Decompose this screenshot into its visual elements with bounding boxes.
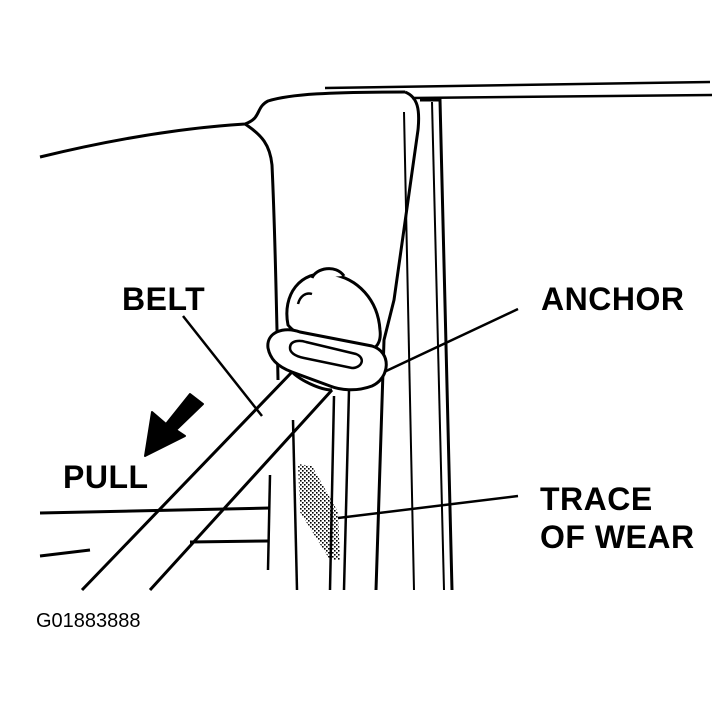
pillar-trim-right	[374, 90, 421, 591]
belt-strap-upper-3	[342, 389, 351, 591]
belt-leader-line	[182, 315, 263, 417]
arrow-down-left-icon	[144, 393, 204, 457]
anchor-slot	[288, 339, 364, 370]
anchor-bolt-detail	[296, 292, 313, 305]
door-frame-line-3	[403, 111, 415, 591]
anchor-label: ANCHOR	[541, 281, 685, 317]
trace-of-wear-label: TRACE OF WEAR	[540, 480, 695, 556]
pillar-trim-lower	[266, 474, 272, 571]
belt-diagonal-top	[290, 370, 333, 392]
pull-label: PULL	[63, 459, 149, 495]
roof-edge-inner	[411, 93, 713, 100]
floor-line-2	[39, 539, 269, 558]
belt-strap-upper	[291, 419, 299, 591]
wear-leader-line	[337, 494, 519, 520]
trace-of-wear-line-2: OF WEAR	[540, 519, 695, 555]
belt-label: BELT	[122, 281, 206, 317]
door-frame-line-1	[420, 98, 454, 591]
figure-id: G01883888	[36, 610, 141, 632]
roof-outline	[39, 90, 406, 159]
wear-area	[298, 464, 340, 560]
pillar-trim-left	[244, 122, 280, 381]
anchor-leader-line	[383, 307, 519, 374]
roof-edge	[324, 80, 711, 90]
floor-line-1	[39, 506, 271, 515]
trace-of-wear-line-1: TRACE	[540, 481, 653, 517]
belt-strap-upper-2	[328, 395, 336, 591]
anchor-bolt	[310, 267, 346, 279]
